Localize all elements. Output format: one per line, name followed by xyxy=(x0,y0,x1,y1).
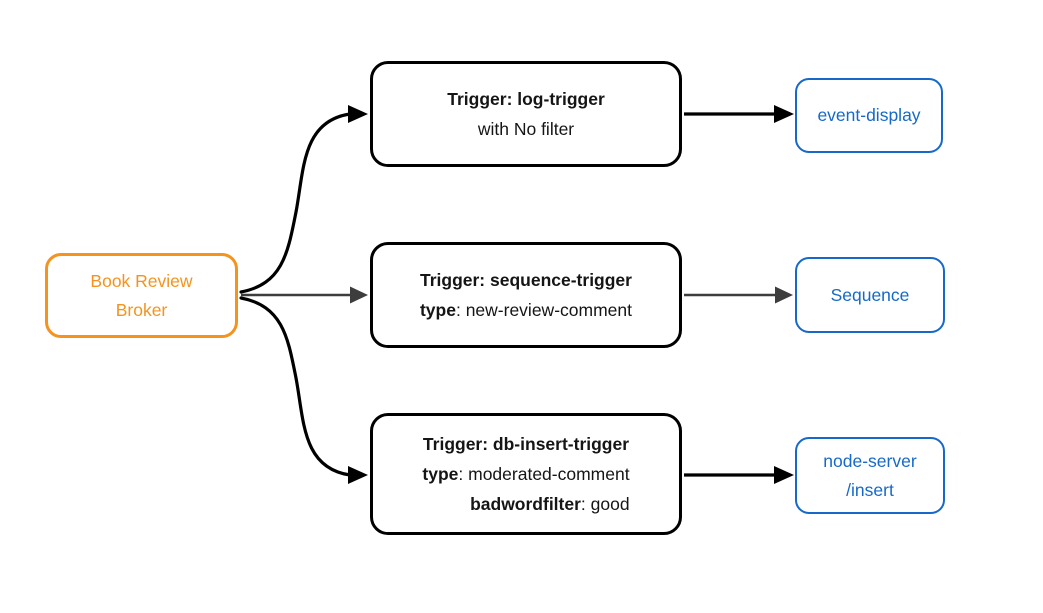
broker-node: Book Review Broker xyxy=(45,253,238,338)
edge-broker-to-log-trigger xyxy=(239,112,352,294)
sink-node-server-label-line1: node-server xyxy=(823,450,917,471)
arrowhead-sequence-icon xyxy=(775,286,793,304)
arrowhead-sequence-trigger-icon xyxy=(350,286,368,304)
trigger-log-title: Trigger: log-trigger xyxy=(447,89,605,109)
broker-label-line2: Broker xyxy=(115,299,168,320)
trigger-log-filter-note: with No filter xyxy=(477,119,575,139)
trigger-sequence-attr1: type: new-review-comment xyxy=(419,300,632,320)
broker-label-line1: Book Review xyxy=(90,270,193,291)
arrowhead-node-server-icon xyxy=(774,466,794,484)
arrowhead-event-display-icon xyxy=(774,105,794,123)
arrowhead-log-trigger-icon xyxy=(348,105,368,123)
trigger-node-log: Trigger: log-trigger with No filter xyxy=(370,61,682,167)
sink-sequence-label: Sequence xyxy=(830,284,910,305)
sink-node-event-display: event-display xyxy=(795,78,943,153)
trigger-sequence-title: Trigger: sequence-trigger xyxy=(419,270,632,290)
sink-node-server-label-line2: /insert xyxy=(846,479,894,500)
trigger-db-insert-attr2: badwordfilter: good xyxy=(470,494,630,514)
sink-node-sequence: Sequence xyxy=(795,257,945,333)
sink-event-display-label: event-display xyxy=(817,105,921,125)
trigger-db-insert-title: Trigger: db-insert-trigger xyxy=(422,434,630,454)
arrowhead-db-insert-trigger-icon xyxy=(348,466,368,484)
sink-node-node-server-insert: node-server /insert xyxy=(795,437,945,514)
trigger-node-sequence: Trigger: sequence-trigger type: new-revi… xyxy=(370,242,682,348)
trigger-node-db-insert: Trigger: db-insert-trigger type: moderat… xyxy=(370,413,682,535)
edge-broker-to-db-insert-trigger xyxy=(239,296,352,477)
trigger-db-insert-attr1: type: moderated-comment xyxy=(422,464,630,484)
